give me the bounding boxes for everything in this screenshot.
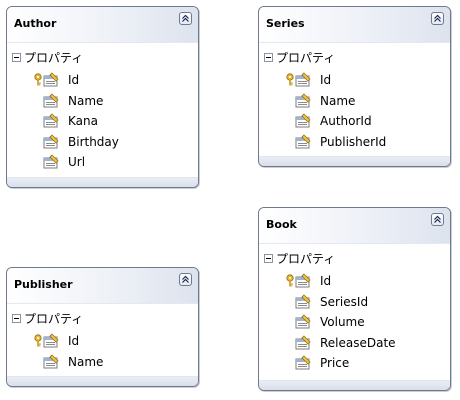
property-icon bbox=[295, 93, 311, 108]
collapse-icon[interactable] bbox=[431, 213, 444, 226]
property-name: Name bbox=[320, 93, 356, 108]
property-name: PublisherId bbox=[320, 134, 387, 149]
collapse-icon[interactable] bbox=[179, 273, 192, 286]
property-icon bbox=[295, 113, 311, 128]
property-icon bbox=[295, 294, 311, 309]
property-name: ReleaseDate bbox=[320, 335, 396, 350]
collapse-icon[interactable] bbox=[431, 12, 444, 25]
property-name: Name bbox=[68, 93, 104, 108]
entity-title: Book bbox=[266, 218, 297, 231]
section-properties[interactable]: プロパティ bbox=[264, 249, 335, 267]
property-name: Url bbox=[68, 155, 86, 170]
property-row[interactable]: Id bbox=[33, 331, 103, 352]
property-icon bbox=[295, 355, 311, 370]
entity-header: Author bbox=[7, 7, 198, 43]
property-name: Name bbox=[68, 354, 104, 369]
entity-footer bbox=[7, 376, 198, 386]
key-icon bbox=[285, 73, 295, 87]
section-label: プロパティ bbox=[24, 50, 84, 65]
property-row[interactable]: AuthorId bbox=[285, 111, 386, 132]
property-row[interactable]: Name bbox=[33, 91, 119, 112]
property-row[interactable]: Birthday bbox=[33, 132, 119, 153]
property-row[interactable]: PublisherId bbox=[285, 132, 386, 153]
property-icon bbox=[43, 354, 59, 369]
property-icon bbox=[295, 335, 311, 350]
property-name: Price bbox=[320, 356, 350, 371]
property-list: Id Name bbox=[33, 331, 103, 372]
property-name: Volume bbox=[320, 315, 365, 330]
section-properties[interactable]: プロパティ bbox=[12, 48, 83, 66]
property-row[interactable]: Name bbox=[33, 352, 103, 373]
property-icon bbox=[43, 72, 59, 87]
property-name: Id bbox=[320, 274, 332, 289]
entity-footer bbox=[259, 380, 450, 390]
property-row[interactable]: Id bbox=[285, 70, 386, 91]
property-icon bbox=[43, 113, 59, 128]
property-row[interactable]: Name bbox=[285, 91, 386, 112]
section-label: プロパティ bbox=[276, 50, 336, 65]
property-row[interactable]: Kana bbox=[33, 111, 119, 132]
key-icon bbox=[33, 73, 43, 87]
entity-title: Publisher bbox=[14, 278, 73, 291]
property-row[interactable]: Price bbox=[285, 353, 396, 374]
section-properties[interactable]: プロパティ bbox=[264, 48, 335, 66]
property-icon bbox=[43, 134, 59, 149]
section-label: プロパティ bbox=[24, 311, 84, 326]
entity-footer bbox=[7, 177, 198, 187]
entity-publisher[interactable]: Publisher プロパティ Id Name bbox=[6, 267, 199, 387]
property-name: Birthday bbox=[68, 134, 119, 149]
property-icon bbox=[43, 333, 59, 348]
entity-footer bbox=[259, 156, 450, 166]
collapse-icon[interactable] bbox=[179, 12, 192, 25]
property-name: Id bbox=[320, 73, 332, 88]
property-icon bbox=[295, 314, 311, 329]
key-icon bbox=[33, 334, 43, 348]
entity-header: Publisher bbox=[7, 268, 198, 304]
collapse-minus-icon[interactable] bbox=[12, 52, 21, 62]
property-icon bbox=[295, 134, 311, 149]
property-name: AuthorId bbox=[320, 114, 372, 129]
property-row[interactable]: Url bbox=[33, 152, 119, 173]
property-name: Kana bbox=[68, 114, 98, 129]
property-list: Id Name Kana Birthday Url bbox=[33, 70, 119, 173]
entity-header: Book bbox=[259, 208, 450, 244]
property-icon bbox=[43, 93, 59, 108]
entity-author[interactable]: Author プロパティ Id Name bbox=[6, 6, 199, 188]
property-name: SeriesId bbox=[320, 294, 369, 309]
property-list: Id Name AuthorId PublisherId bbox=[285, 70, 386, 152]
entity-title: Series bbox=[266, 17, 305, 30]
property-icon bbox=[295, 273, 311, 288]
property-row[interactable]: Id bbox=[33, 70, 119, 91]
section-properties[interactable]: プロパティ bbox=[12, 309, 83, 327]
section-label: プロパティ bbox=[276, 251, 336, 266]
property-row[interactable]: ReleaseDate bbox=[285, 333, 396, 354]
property-row[interactable]: Id bbox=[285, 271, 396, 292]
key-icon bbox=[285, 274, 295, 288]
property-row[interactable]: SeriesId bbox=[285, 292, 396, 313]
property-name: Id bbox=[68, 73, 80, 88]
entity-book[interactable]: Book プロパティ Id SeriesId bbox=[258, 207, 451, 391]
entity-header: Series bbox=[259, 7, 450, 43]
property-name: Id bbox=[68, 334, 80, 349]
property-icon bbox=[43, 154, 59, 169]
property-icon bbox=[295, 72, 311, 87]
entity-title: Author bbox=[14, 17, 57, 30]
collapse-minus-icon[interactable] bbox=[264, 52, 273, 62]
property-row[interactable]: Volume bbox=[285, 312, 396, 333]
entity-series[interactable]: Series プロパティ Id Name bbox=[258, 6, 451, 167]
collapse-minus-icon[interactable] bbox=[264, 253, 273, 263]
property-list: Id SeriesId Volume ReleaseDate Price bbox=[285, 271, 396, 374]
collapse-minus-icon[interactable] bbox=[12, 313, 21, 323]
